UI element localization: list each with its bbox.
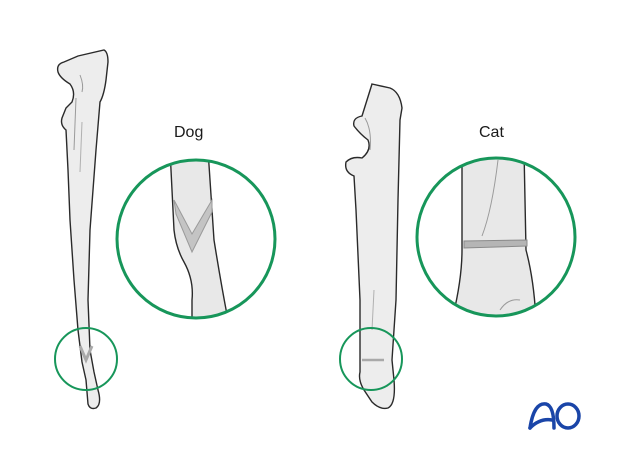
cat-magnified-view	[415, 156, 577, 318]
dog-magnified-view	[115, 158, 277, 320]
dog-large-callout-circle	[115, 158, 277, 320]
ao-logo	[528, 402, 581, 430]
cat-large-callout-circle	[415, 156, 577, 318]
dog-bone	[56, 49, 109, 410]
dog-label: Dog	[174, 124, 204, 141]
dog-small-callout-circle	[54, 327, 118, 391]
cat-small-callout-circle	[339, 327, 403, 391]
cat-bone	[344, 83, 403, 410]
cat-label: Cat	[479, 124, 504, 141]
